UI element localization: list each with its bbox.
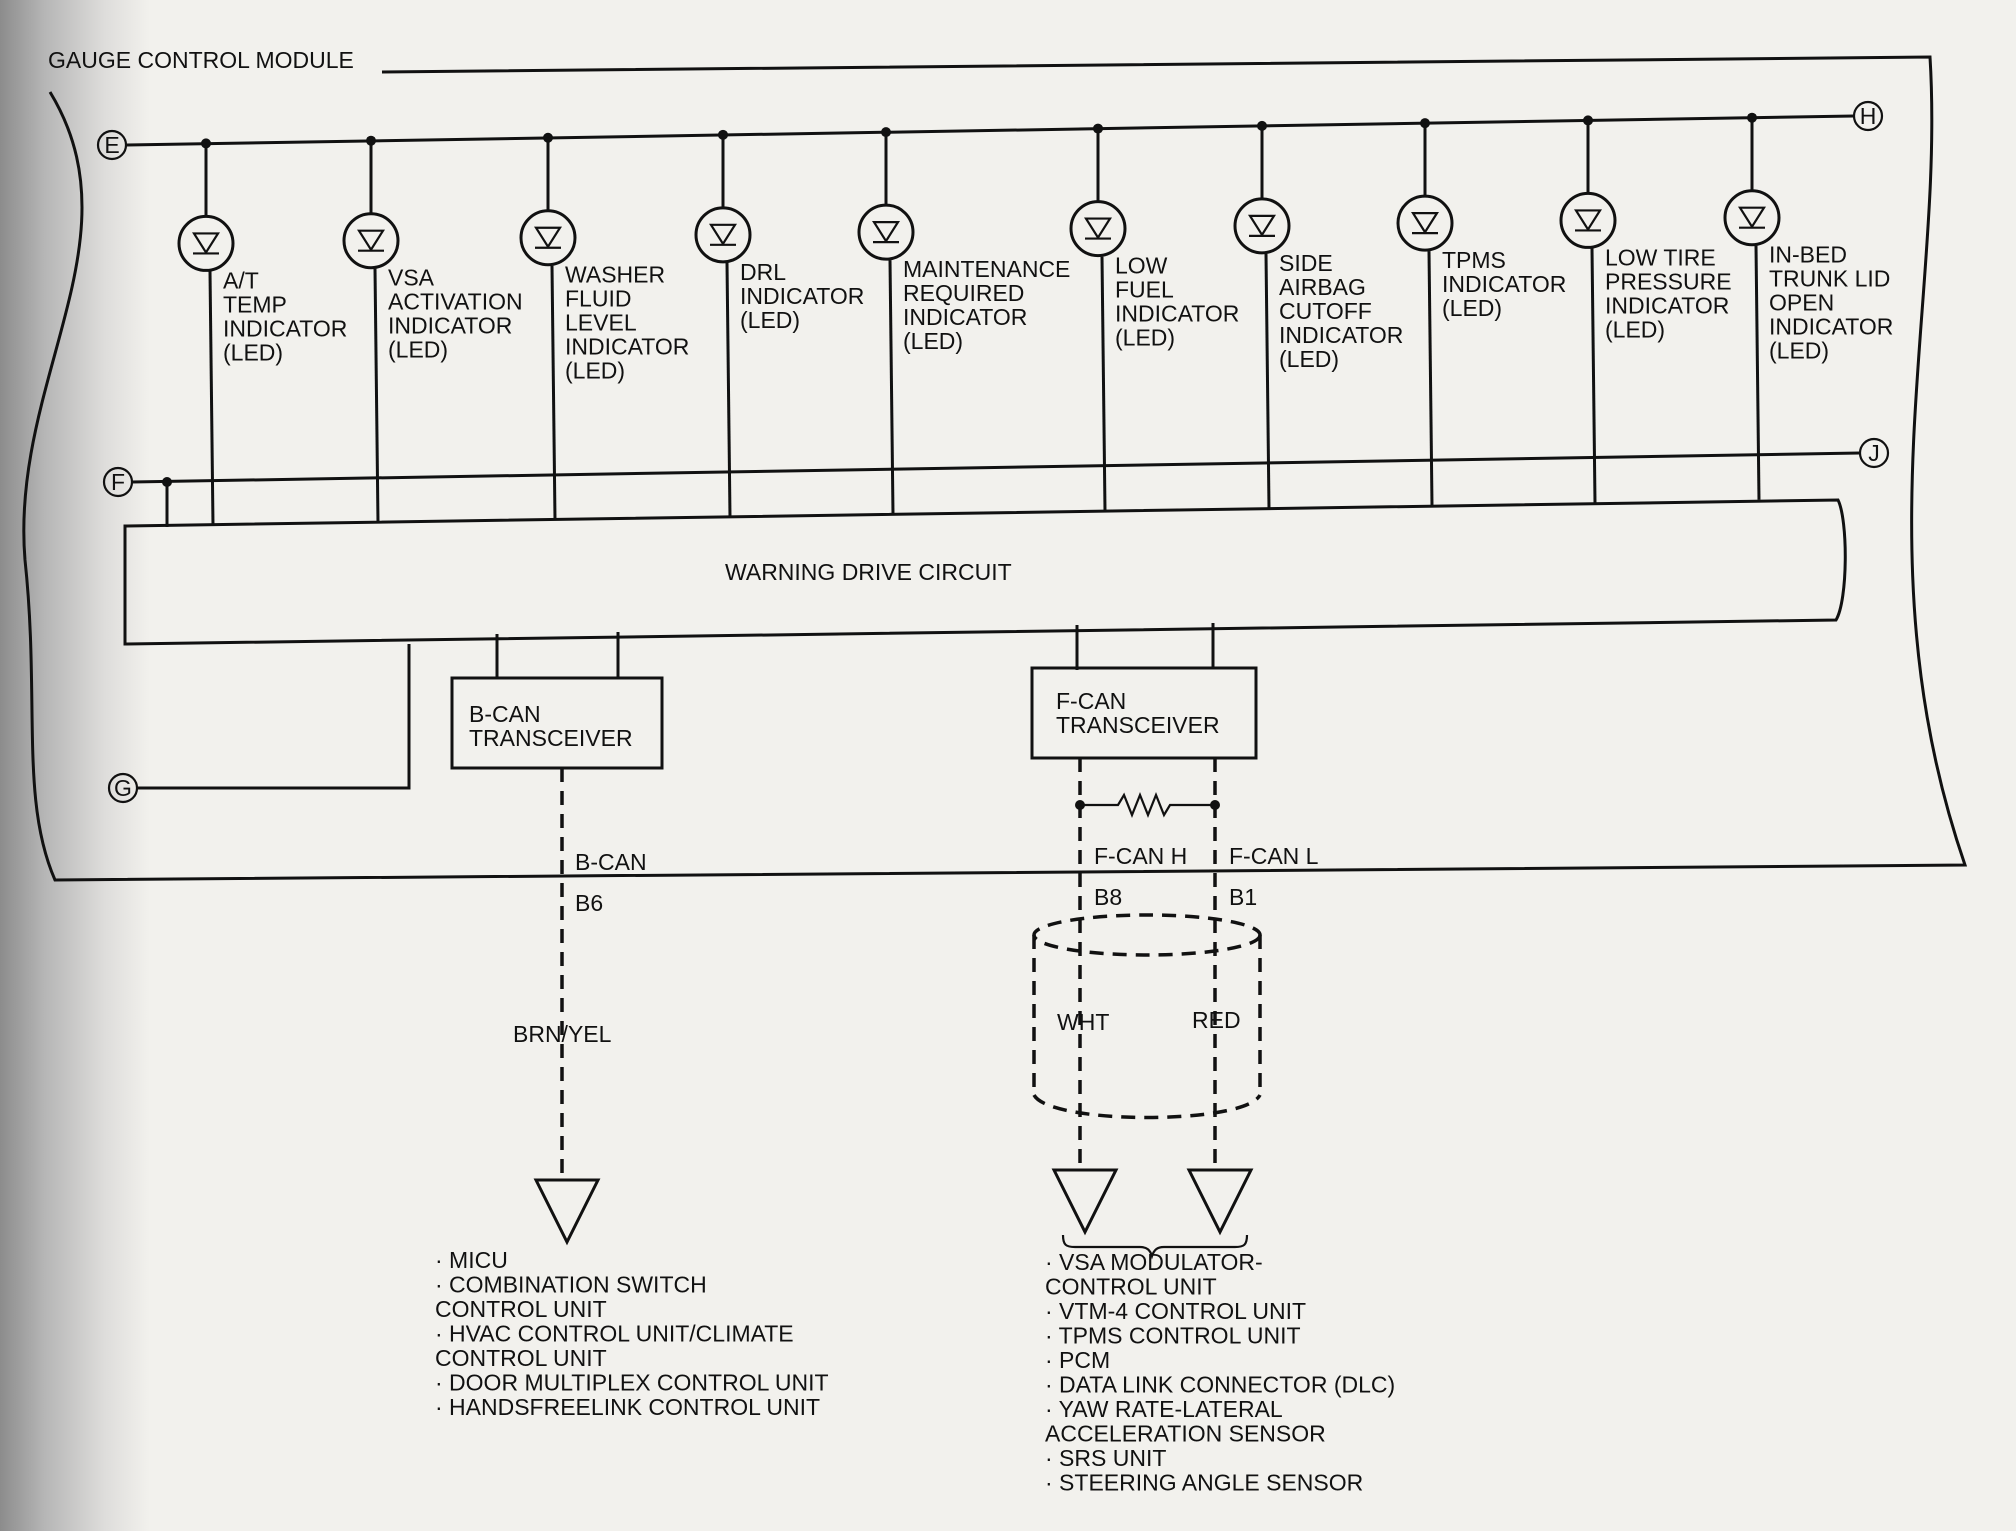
connector-e: E xyxy=(96,129,128,161)
bcan-wire-color-label: BRN/YEL xyxy=(513,1021,612,1047)
led-diode-icon xyxy=(1084,217,1112,240)
mid-ground-bus xyxy=(131,451,1861,484)
module-title: GAUGE CONTROL MODULE xyxy=(48,47,354,73)
warning-drive-circuit-label: WARNING DRIVE CIRCUIT xyxy=(725,559,1012,585)
fcan-h-wire-color-label: WHT xyxy=(1057,1009,1109,1035)
led-diode-icon xyxy=(192,232,220,255)
led-symbol-circle xyxy=(1559,191,1617,249)
svg-text:H: H xyxy=(1860,103,1877,129)
bcan-transceiver-label: B-CAN TRANSCEIVER xyxy=(469,701,633,751)
fcan-l-wire-color-label: RED xyxy=(1192,1007,1241,1033)
led-diode-icon xyxy=(709,223,737,246)
g-wire xyxy=(137,644,411,790)
fcan-l-signal-label: F-CAN L xyxy=(1229,843,1319,869)
led-diode-icon xyxy=(1574,209,1602,232)
led-symbol-circle xyxy=(342,212,400,270)
connector-f: F xyxy=(102,466,134,498)
page-edge-shadow xyxy=(0,0,150,1531)
fcan-h-destination-arrow xyxy=(1051,1168,1119,1236)
fcan-destination-list: · VSA MODULATOR-CONTROL UNIT· VTM-4 CONT… xyxy=(1045,1249,1395,1496)
led-cathode-wire xyxy=(888,260,895,515)
led-cathode-wire xyxy=(1590,248,1597,503)
led-diode-icon xyxy=(1248,214,1276,237)
led-symbol-circle xyxy=(519,209,577,267)
led-cathode-wire xyxy=(1264,253,1271,508)
led-cathode-wire xyxy=(1100,256,1107,511)
led-symbol-circle xyxy=(1723,189,1781,247)
svg-text:J: J xyxy=(1868,440,1880,466)
fcan-transceiver-label: F-CAN TRANSCEIVER xyxy=(1056,688,1220,738)
led-symbol-circle xyxy=(857,203,915,261)
fcan-transceiver-box xyxy=(1030,666,1258,760)
led-symbol-circle xyxy=(1233,197,1291,255)
led-diode-icon xyxy=(534,226,562,249)
led-cathode-wire xyxy=(1427,251,1434,506)
led-cathode-wire xyxy=(208,271,215,526)
connector-j: J xyxy=(1858,437,1890,469)
fcan-destination-bracket xyxy=(1061,1234,1249,1260)
svg-text:G: G xyxy=(114,775,132,801)
top-power-bus xyxy=(125,114,1855,147)
led-diode-icon xyxy=(357,229,385,252)
connector-h: H xyxy=(1852,100,1884,132)
termination-resistor xyxy=(1080,792,1215,818)
gauge-control-module-outline xyxy=(22,55,1968,882)
connector-g: G xyxy=(107,772,139,804)
led-cathode-wire xyxy=(373,268,380,523)
fcan-l-pin-label: B1 xyxy=(1229,884,1257,910)
led-cathode-wire xyxy=(1754,245,1761,500)
fcan-h-signal-label: F-CAN H xyxy=(1094,843,1187,869)
led-cathode-wire xyxy=(725,262,732,517)
bcan-destination-arrow xyxy=(533,1178,601,1246)
svg-text:F: F xyxy=(111,469,125,495)
led-symbol-circle xyxy=(1069,200,1127,258)
bcan-signal-label: B-CAN xyxy=(575,849,647,875)
led-diode-icon xyxy=(872,221,900,244)
led-symbol-circle xyxy=(1396,194,1454,252)
led-cathode-wire xyxy=(550,265,557,520)
bcan-pin-label: B6 xyxy=(575,890,603,916)
led-symbol-circle xyxy=(694,206,752,264)
fcan-l-destination-arrow xyxy=(1186,1168,1254,1236)
led-diode-icon xyxy=(1738,206,1766,229)
twisted-pair-shield xyxy=(1032,913,1262,1120)
fcan-h-pin-label: B8 xyxy=(1094,884,1122,910)
svg-text:E: E xyxy=(104,132,119,158)
warning-drive-circuit-box xyxy=(123,498,1847,646)
bus-junction xyxy=(1420,118,1430,129)
led-symbol-circle xyxy=(177,214,235,272)
bcan-transceiver-box xyxy=(450,676,664,770)
led-diode-icon xyxy=(1411,212,1439,235)
